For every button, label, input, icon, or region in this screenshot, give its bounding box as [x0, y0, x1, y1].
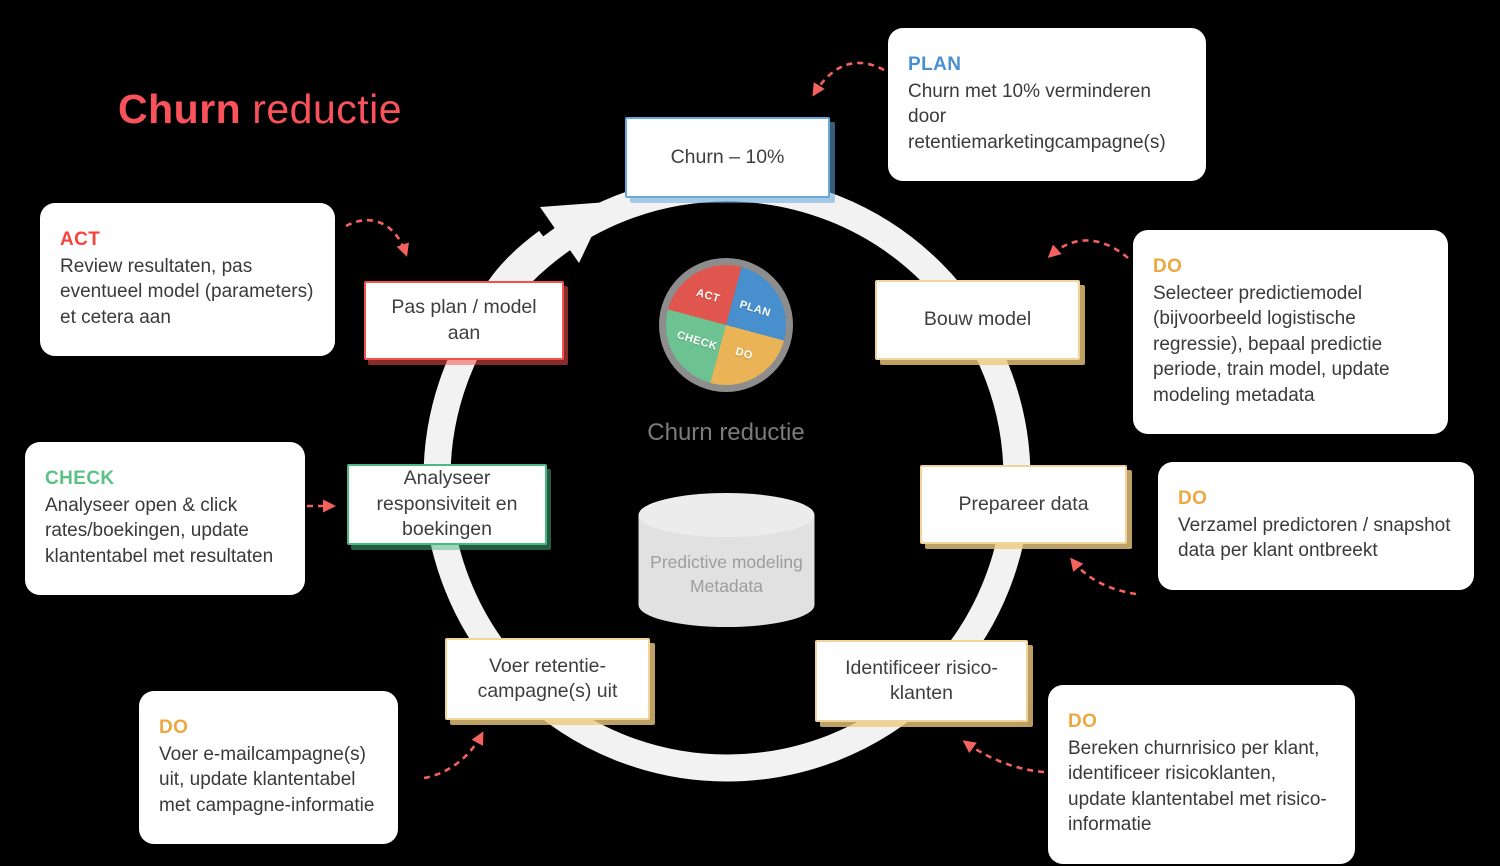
node-prepare-data: Prepareer data [920, 465, 1127, 544]
node-run-campaign-label: Voer retentie-campagne(s) uit [477, 654, 618, 702]
callout-plan: PLAN Churn met 10% verminderen door rete… [888, 28, 1206, 182]
node-build-model: Bouw model [875, 280, 1080, 360]
callout-do-data-text: Verzamel predictoren / snapshot data per… [1178, 515, 1451, 562]
callout-do-model-phase: DO [1153, 256, 1183, 277]
node-goal-label: Churn – 10% [670, 145, 785, 168]
node-build-model-label: Bouw model [923, 308, 1032, 331]
database-label-line1: Predictive modeling [650, 552, 803, 572]
database-label-line2: Metadata [690, 575, 763, 596]
callout-check-phase: CHECK [45, 468, 115, 489]
callout-do-data: DO Verzamel predictoren / snapshot data … [1158, 462, 1474, 590]
pie-label-act: ACT [694, 286, 722, 306]
pdca-pie-icon: ACT PLAN CHECK DO [666, 265, 786, 385]
node-analyse: Analyseer responsiviteit en boekingen [347, 464, 547, 545]
node-adjust-plan: Pas plan / model aan [364, 281, 564, 360]
metadata-database: Predictive modeling Metadata [638, 493, 815, 627]
callout-check-text: Analyseer open & click rates/boekingen, … [45, 495, 274, 567]
callout-act-text: Review resultaten, pas eventueel model (… [60, 256, 314, 328]
callout-do-risk-text: Bereken churnrisico per klant, identific… [1068, 738, 1327, 836]
database-cylinder-icon [638, 493, 815, 627]
node-analyse-label: Analyseer responsiviteit en boekingen [376, 467, 518, 541]
pie-label-plan: PLAN [737, 298, 773, 320]
page-title-rest: reductie [252, 86, 403, 132]
callout-do-model: DO Selecteer predictiemodel (bijvoorbeel… [1133, 230, 1448, 435]
wheel-caption: Churn reductie [647, 419, 805, 446]
node-adjust-plan-label: Pas plan / model aan [391, 296, 537, 344]
callout-do-campaign: DO Voer e-mailcampagne(s) uit, update kl… [139, 691, 398, 845]
callout-do-risk-phase: DO [1068, 711, 1098, 732]
node-identify-risk: Identificeer risico-klanten [815, 640, 1028, 722]
callout-check: CHECK Analyseer open & click rates/boeki… [25, 442, 305, 596]
callout-do-campaign-phase: DO [159, 717, 189, 738]
node-prepare-data-label: Prepareer data [958, 492, 1089, 515]
callout-plan-phase: PLAN [908, 54, 962, 75]
pie-label-do: DO [733, 345, 755, 363]
node-identify-risk-label: Identificeer risico-klanten [845, 656, 998, 704]
database-label: Predictive modeling Metadata [638, 551, 815, 598]
callout-act-phase: ACT [60, 229, 101, 250]
cycle-arrow-head-icon [540, 202, 608, 263]
callout-act: ACT Review resultaten, pas eventueel mod… [40, 203, 335, 357]
page-title-emphasis: Churn [118, 86, 242, 132]
callout-do-campaign-text: Voer e-mailcampagne(s) uit, update klant… [159, 744, 375, 816]
callout-do-risk: DO Bereken churnrisico per klant, identi… [1048, 685, 1355, 864]
node-run-campaign: Voer retentie-campagne(s) uit [445, 638, 650, 720]
callout-do-data-phase: DO [1178, 488, 1208, 509]
callout-do-model-text: Selecteer predictiemodel (bijvoorbeeld l… [1153, 283, 1390, 406]
node-goal: Churn – 10% [625, 117, 830, 198]
pdca-wheel: ACT PLAN CHECK DO [659, 258, 793, 392]
pie-label-check: CHECK [675, 329, 719, 353]
callout-plan-text: Churn met 10% verminderen door retentiem… [908, 81, 1166, 153]
